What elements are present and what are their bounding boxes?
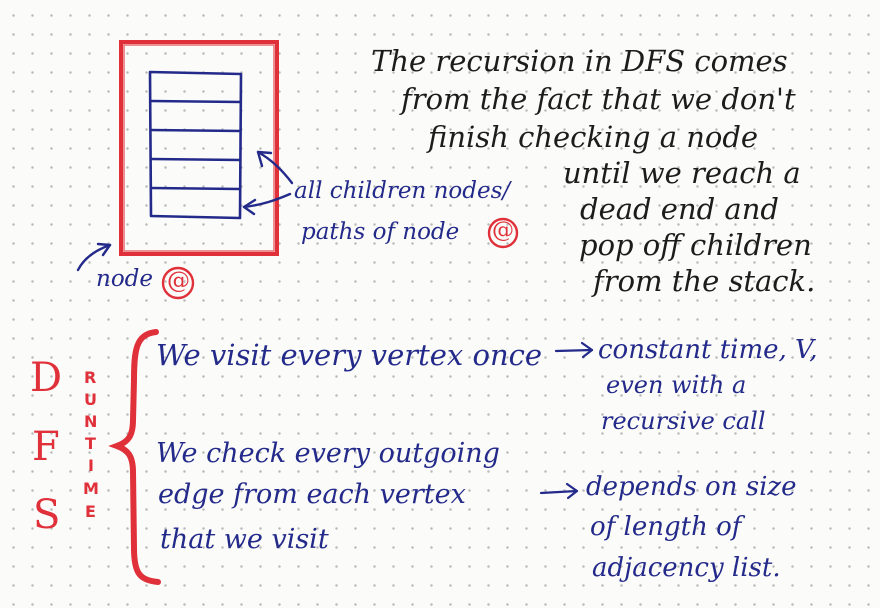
- edge-result-line-3: adjacency list.: [592, 553, 781, 583]
- node-box: [119, 40, 279, 256]
- edge-check-line-3: that we visit: [160, 524, 329, 555]
- dfs-letter-f: F: [32, 424, 60, 470]
- edge-check-line-1: We check every outgoing: [156, 438, 500, 469]
- vertex-visit-text: We visit every vertex once: [156, 338, 543, 372]
- runtime-brace: [108, 329, 161, 585]
- children-stack: [148, 70, 243, 220]
- explanation-line: The recursion in DFS comes: [371, 44, 788, 78]
- runtime-letter: T: [85, 434, 96, 453]
- runtime-letter: N: [84, 412, 98, 431]
- annotation-node-symbol: @: [492, 218, 514, 243]
- runtime-letter: I: [88, 456, 94, 475]
- vertex-result-line-1: constant time, V,: [598, 335, 818, 365]
- edge-result-line-2: of length of: [590, 512, 742, 542]
- runtime-letter: M: [83, 479, 99, 498]
- children-annotation-line-2: paths of node: [301, 219, 460, 245]
- dfs-letter-d: D: [30, 355, 63, 401]
- runtime-letter: R: [84, 368, 97, 387]
- edge-check-line-2: edge from each vertex: [158, 479, 466, 510]
- node-caption: node: [96, 266, 153, 292]
- node-symbol: @: [167, 268, 190, 294]
- stack-arrows: [242, 150, 294, 216]
- runtime-arrows: [539, 341, 594, 500]
- explanation-line: finish checking a node: [428, 120, 759, 154]
- explanation-line: until we reach a: [563, 156, 801, 190]
- dfs-explanation: The recursion in DFS comes from the fact…: [0, 0, 880, 300]
- node-symbol-circle: [161, 266, 195, 300]
- runtime-letter: U: [84, 390, 97, 409]
- explanation-line: from the stack.: [593, 264, 816, 298]
- annotation-symbol-circle: [487, 217, 519, 249]
- dfs-letter-s: S: [33, 492, 61, 538]
- explanation-line: from the fact that we don't: [401, 82, 796, 116]
- children-annotation-line-1: all children nodes/: [294, 178, 511, 204]
- node-arrow: [76, 242, 112, 272]
- explanation-line: dead end and: [580, 192, 779, 226]
- vertex-result-line-2: even with a: [606, 371, 747, 399]
- edge-result-line-1: depends on size: [586, 472, 797, 502]
- runtime-letter: E: [85, 502, 96, 521]
- vertex-result-line-3: recursive call: [601, 407, 766, 435]
- explanation-line: pop off children: [579, 228, 812, 262]
